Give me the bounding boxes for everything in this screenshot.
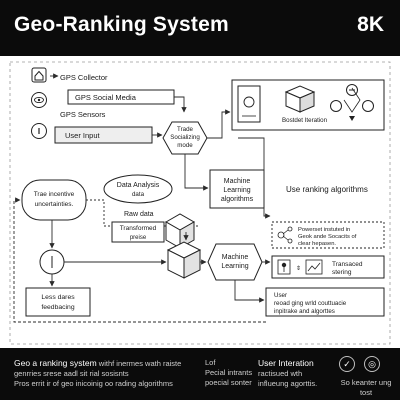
- footer-user-line-3: influeung agorttis.: [258, 379, 318, 388]
- user-box: [265, 287, 385, 317]
- powerset-line-1: Powerset instuted in: [298, 227, 350, 233]
- ml-mid-line-2: Learning: [221, 263, 248, 270]
- footer-summary-line-2: genrries srese aadl sit rial sosisnts: [14, 369, 129, 378]
- feedback-line-1: Less dares: [41, 294, 75, 301]
- resolution-badge: 8K: [357, 13, 384, 36]
- transformed-line-1: Transformed: [120, 225, 157, 232]
- transaced-line-2: stering: [332, 269, 352, 276]
- footer-bar: Geo a ranking system withf inermes wath …: [0, 348, 400, 400]
- data-analysis-ellipse: [103, 174, 173, 204]
- transaced-line-1: Transaced: [332, 261, 363, 268]
- header-bar: Geo-Ranking System 8K: [0, 0, 400, 56]
- network-icon: [277, 226, 293, 244]
- feedback-box: [25, 287, 91, 317]
- home-icon: [31, 67, 47, 83]
- transaced-box: [271, 255, 385, 279]
- footer-user-line-2: ractisued wth: [258, 369, 303, 378]
- pin-icon: [277, 259, 291, 275]
- data-analysis-line-2: data: [132, 191, 145, 198]
- feedback-line-2: feedbacing: [41, 304, 74, 311]
- sort-glyph: ⇕: [296, 265, 301, 272]
- raw-data-label: Raw data: [124, 211, 154, 218]
- box-icon-lower: [166, 241, 202, 279]
- powerset-line-3: clear hepasen.: [298, 241, 336, 247]
- powerset-box: [271, 221, 385, 249]
- powerset-line-2: Geok ande Socacits of: [298, 234, 357, 240]
- input-user: User Input: [65, 131, 101, 140]
- target-icon: [330, 84, 374, 121]
- transformed-box: [111, 221, 165, 243]
- footer-col-tags: So keanter ung tost: [336, 378, 396, 398]
- check-icon: ✓: [339, 356, 355, 372]
- hex-line-1: Trade: [177, 126, 193, 133]
- target-circle-icon: ◎: [364, 356, 380, 372]
- incentive-box: [21, 179, 87, 221]
- user-line-2: reoad ging wrld couttuacie: [274, 300, 347, 307]
- document-icon: [237, 85, 261, 123]
- ml-top-line-3: algorithms: [221, 196, 254, 203]
- outer-frame: [9, 61, 391, 345]
- ml-mid-line-1: Machine: [222, 254, 249, 261]
- ml-top-line-1: Machine: [224, 178, 251, 185]
- footer-summary-title: Geo a ranking system: [14, 358, 97, 368]
- flow-diagram: GPS Collector GPS Social Media GPS Senso…: [9, 61, 391, 345]
- footer-tags-line-1: So keanter ung tost: [340, 378, 392, 397]
- chart-icon: [305, 259, 323, 275]
- input-gps-sensors: GPS Sensors: [60, 110, 106, 119]
- footer-col-special: Lof Pecial intrants poecial sonter: [205, 358, 255, 388]
- page-title: Geo-Ranking System: [14, 13, 229, 36]
- user-line-3: inpitrake and algorttes: [274, 308, 335, 315]
- hex-line-3: mode: [177, 142, 193, 149]
- user-line-1: User: [274, 292, 287, 299]
- footer-user-title: User Interation: [258, 358, 314, 368]
- diagram-canvas: GPS Collector GPS Social Media GPS Senso…: [0, 56, 400, 348]
- input-gps-collector: GPS Collector: [60, 73, 108, 82]
- iteration-label: Bostdet Iteration: [282, 117, 328, 124]
- transformed-line-2: preise: [130, 235, 147, 241]
- info-icon: [31, 123, 47, 139]
- data-analysis-line-1: Data Analysis: [117, 182, 160, 189]
- ml-mid-box: [207, 243, 263, 281]
- footer-col-user: User Interation ractisued wth influeung …: [258, 358, 328, 389]
- footer-special-line-2: Pecial intrants: [205, 368, 253, 377]
- footer-summary-line-3: Pros errit ir of geo inicoinig oo rading…: [14, 379, 173, 388]
- eye-icon: [31, 92, 47, 108]
- input-gps-social: GPS Social Media: [75, 93, 137, 102]
- footer-summary-rest: withf inermes wath raiste: [98, 359, 182, 368]
- ml-top-box: [209, 169, 265, 209]
- hex-line-2: Socializing: [170, 134, 200, 141]
- incentive-line-2: uncertainties.: [35, 201, 74, 208]
- incentive-line-1: Trae incentive: [34, 191, 75, 198]
- cube-icon: [284, 85, 316, 113]
- footer-col-summary: Geo a ranking system withf inermes wath …: [14, 358, 194, 389]
- use-ranking-label: Use ranking algorithms: [286, 185, 368, 194]
- footer-special-line-1: Lof: [205, 358, 216, 367]
- footer-special-line-3: poecial sonter: [205, 378, 252, 387]
- box-icon: [164, 213, 196, 249]
- ml-top-line-2: Learning: [223, 187, 250, 194]
